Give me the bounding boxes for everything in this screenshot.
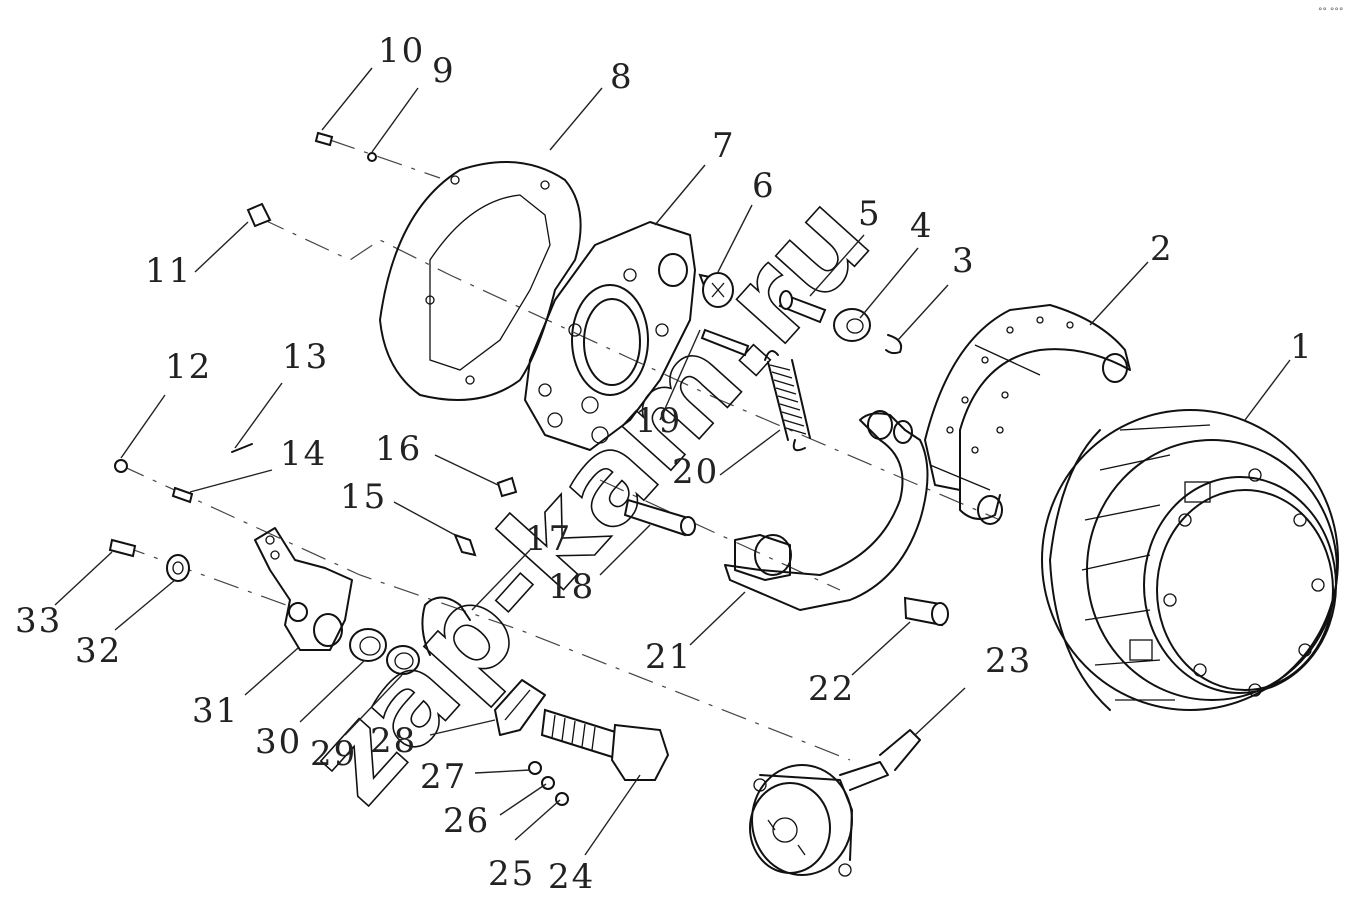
callout-33: 33 bbox=[15, 601, 62, 641]
callout-25: 25 bbox=[488, 854, 535, 894]
part-key-15 bbox=[453, 533, 477, 557]
callout-26: 26 bbox=[443, 801, 490, 841]
callout-7: 7 bbox=[712, 126, 736, 166]
callout-3: 3 bbox=[952, 241, 976, 281]
part-washer-9 bbox=[367, 152, 377, 162]
part-brake-shoe-upper bbox=[924, 304, 1131, 525]
part-clip bbox=[885, 334, 903, 355]
callout-5: 5 bbox=[858, 194, 882, 234]
part-camshaft bbox=[540, 708, 670, 781]
part-lock-bracket bbox=[494, 679, 546, 736]
assembly-axes bbox=[119, 139, 1001, 761]
part-brake-shoe-lower bbox=[724, 410, 929, 611]
part-anchor-pin bbox=[623, 498, 696, 537]
callout-4: 4 bbox=[910, 206, 934, 246]
part-brake-chamber bbox=[749, 729, 921, 877]
part-spring-clip bbox=[421, 596, 471, 656]
callout-27: 27 bbox=[420, 757, 467, 797]
callout-12: 12 bbox=[165, 347, 212, 387]
part-shoe-pin bbox=[700, 328, 750, 357]
corner-mark: °° °°° bbox=[1318, 7, 1343, 17]
callout-18: 18 bbox=[548, 567, 595, 607]
part-bolt-10 bbox=[314, 131, 334, 147]
callout-20: 20 bbox=[672, 452, 719, 492]
callout-32: 32 bbox=[75, 631, 122, 671]
part-roller-pin bbox=[778, 290, 827, 324]
part-washer-29 bbox=[386, 645, 420, 675]
part-bushing-22 bbox=[903, 596, 949, 627]
callout-28: 28 bbox=[370, 721, 417, 761]
part-washer-30 bbox=[349, 628, 387, 662]
part-dust-shield bbox=[379, 161, 582, 401]
part-plug-11 bbox=[246, 202, 272, 228]
part-brake-drum bbox=[1041, 409, 1339, 711]
part-slack-adjuster bbox=[254, 527, 353, 651]
callout-numbers: 1 2 3 4 5 6 7 8 9 10 11 12 13 14 15 16 1… bbox=[15, 31, 1314, 897]
callout-14: 14 bbox=[280, 434, 327, 474]
callout-6: 6 bbox=[752, 166, 776, 206]
part-nut-25 bbox=[555, 792, 569, 806]
callout-31: 31 bbox=[192, 691, 239, 731]
callout-21: 21 bbox=[645, 637, 692, 677]
callout-23: 23 bbox=[985, 641, 1032, 681]
part-pin-14 bbox=[171, 486, 194, 504]
part-brake-spider bbox=[524, 221, 696, 451]
part-return-spring bbox=[764, 350, 811, 452]
callout-8: 8 bbox=[610, 57, 634, 97]
callout-10: 10 bbox=[378, 31, 425, 71]
callout-29: 29 bbox=[310, 734, 357, 774]
callout-13: 13 bbox=[282, 337, 329, 377]
callout-1: 1 bbox=[1290, 327, 1314, 367]
part-spacer bbox=[166, 554, 190, 582]
part-cotter-13 bbox=[231, 443, 253, 453]
part-bolt-33 bbox=[108, 538, 137, 558]
callout-19: 19 bbox=[635, 401, 682, 441]
part-bushing-6 bbox=[698, 272, 734, 308]
callout-15: 15 bbox=[340, 477, 387, 517]
callout-22: 22 bbox=[808, 669, 855, 709]
part-nut-12 bbox=[114, 459, 128, 473]
callout-11: 11 bbox=[145, 251, 192, 291]
part-fitting-16 bbox=[496, 476, 518, 498]
callout-17: 17 bbox=[525, 519, 572, 559]
part-nut-27 bbox=[528, 761, 542, 775]
callout-24: 24 bbox=[548, 857, 595, 897]
callout-30: 30 bbox=[255, 722, 302, 762]
leader-lines bbox=[54, 67, 1291, 856]
callout-2: 2 bbox=[1150, 229, 1174, 269]
part-nut-26 bbox=[541, 776, 555, 790]
callout-9: 9 bbox=[432, 51, 456, 91]
callout-16: 16 bbox=[375, 429, 422, 469]
